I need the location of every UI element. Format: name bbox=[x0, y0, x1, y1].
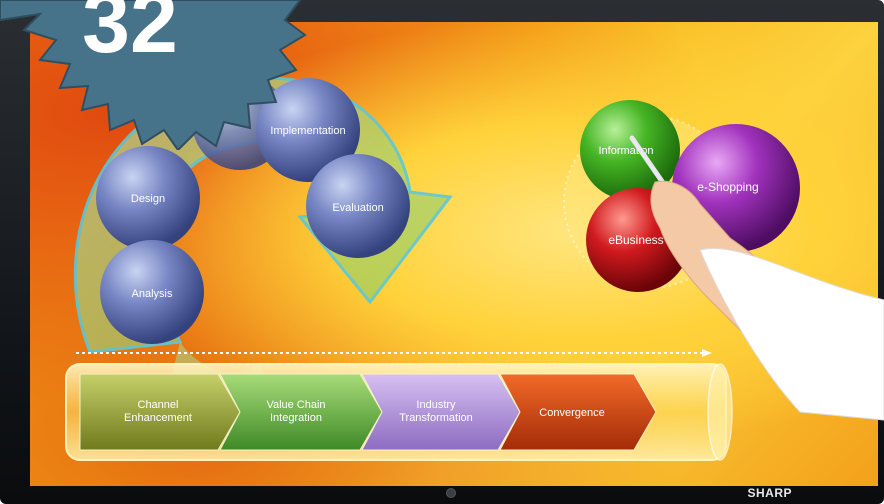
pipeline-step-1: Channel Enhancement bbox=[79, 373, 241, 451]
cycle-stage-evaluation: Evaluation bbox=[306, 154, 410, 258]
pipeline-step-2: Value Chain Integration bbox=[219, 373, 383, 451]
pipeline-step-line1: Channel bbox=[138, 399, 179, 411]
episode-badge: 32 bbox=[0, 0, 307, 150]
cycle-stage-label: Analysis bbox=[132, 288, 173, 300]
bubble-label: eBusiness bbox=[608, 233, 663, 247]
pipeline-step-line1: Convergence bbox=[539, 407, 604, 419]
power-indicator bbox=[446, 488, 456, 498]
cycle-stage-label: Design bbox=[131, 193, 165, 205]
pipeline-step-3: Industry Transformation bbox=[361, 373, 521, 451]
cycle-stage-label: Implementation bbox=[270, 125, 345, 137]
bubble-label: e-Shopping bbox=[697, 180, 758, 194]
cycle-stage-design: Design bbox=[96, 146, 200, 250]
pipeline-step-line1: Industry bbox=[416, 399, 456, 411]
tv-brand-logo: SHARP bbox=[747, 486, 792, 500]
pipeline-step-4: Convergence bbox=[499, 373, 657, 451]
cycle-stage-implementation: Implementation bbox=[256, 78, 360, 182]
pipeline-step-line2: Transformation bbox=[399, 412, 473, 424]
badge-number: 32 bbox=[82, 0, 178, 71]
pipeline-step-line2: Integration bbox=[270, 412, 322, 424]
pipeline-step-line1: Value Chain bbox=[266, 399, 325, 411]
cycle-stage-label: Evaluation bbox=[332, 202, 383, 214]
dotted-arrow-head bbox=[702, 349, 712, 357]
cycle-stage-analysis: Analysis bbox=[100, 240, 204, 344]
pipeline-step-line2: Enhancement bbox=[124, 412, 192, 424]
